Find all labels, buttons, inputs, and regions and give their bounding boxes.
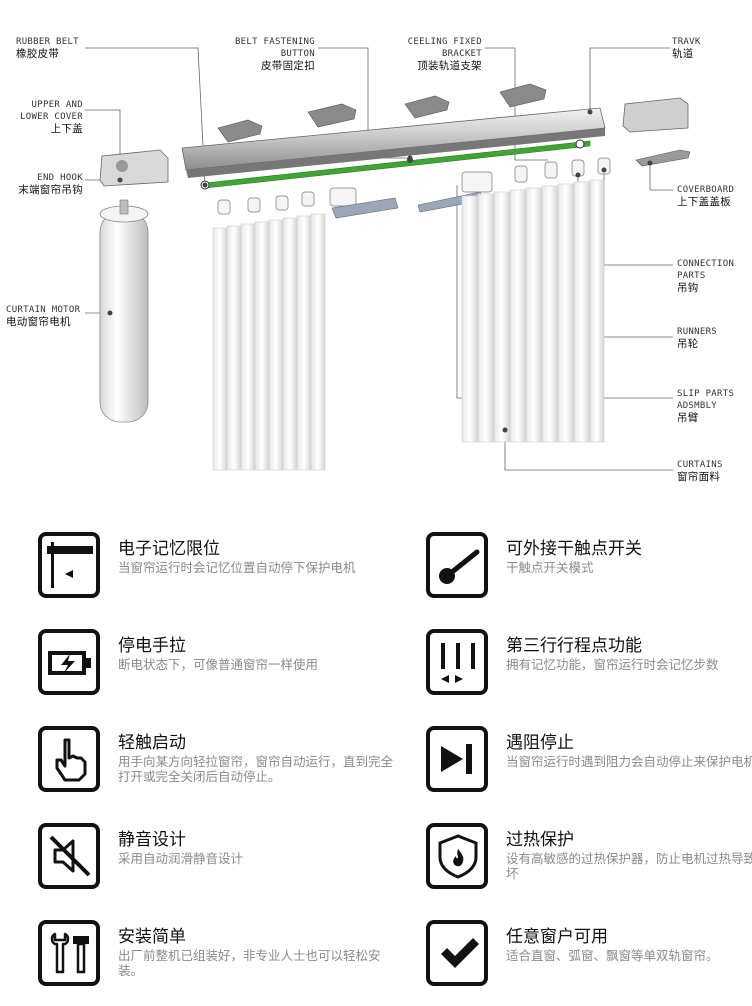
label-curtain-motor: CURTAIN MOTOR 电动窗帘电机 <box>6 305 81 328</box>
feature-item: 过热保护 设有高敏感的过热保护器，防止电机过热导致的损坏 <box>426 823 752 897</box>
ceiling-bracket-3 <box>404 95 450 119</box>
ceiling-bracket-1 <box>217 119 263 143</box>
feature-desc: 适合直窗、弧窗、飘窗等单双轨窗帘。 <box>506 948 719 963</box>
feature-desc: 断电状态下，可像普通窗帘一样使用 <box>118 657 319 672</box>
label-rubber-belt: RUBBER BELT 橡胶皮带 <box>16 37 79 60</box>
feature-title: 第三行行程点功能 <box>506 636 642 656</box>
label-coverboard: COVERBOARD 上下盖盖板 <box>677 185 735 208</box>
label-ceiling-bracket: CEELING FIXED BRACKET 顶装轨道支架 <box>407 37 482 72</box>
feature-item: 可外接干触点开关 干触点开关模式 <box>426 532 752 606</box>
dry-contact-switch-icon <box>426 532 488 598</box>
feature-desc: 干触点开关模式 <box>506 560 594 575</box>
feature-desc: 采用自动润滑静音设计 <box>118 851 244 866</box>
label-slip-parts: SLIP PARTS ADSMBLY 吊臂 <box>677 389 735 424</box>
feature-desc: 当窗帘运行时遇到阻力会自动停止来保护电机 <box>506 754 752 769</box>
feature-desc: 设有高敏感的过热保护器，防止电机过热导致的损坏 <box>506 851 752 881</box>
feature-grid: 电子记忆限位 当窗帘运行时会记忆位置自动停下保护电机 可外接干触点开关 干触点开… <box>0 520 752 1006</box>
feature-title: 电子记忆限位 <box>118 539 220 559</box>
feature-item: 第三行行程点功能 拥有记忆功能，窗帘运行时会记忆步数 <box>426 629 752 703</box>
motor-top-cover <box>99 149 169 187</box>
feature-title: 轻触启动 <box>118 733 186 753</box>
feature-title: 静音设计 <box>118 830 186 850</box>
feature-title: 任意窗户可用 <box>506 927 608 947</box>
curtain-left <box>212 213 326 471</box>
curtain-right <box>461 179 605 443</box>
feature-title: 停电手拉 <box>118 636 186 656</box>
coverboard-plate <box>635 149 691 167</box>
third-travel-icon <box>426 629 488 695</box>
obstacle-stop-icon <box>426 726 488 792</box>
label-connection-parts: CONNECTION PARTS 吊钩 <box>677 259 735 294</box>
feature-desc: 拥有记忆功能，窗帘运行时会记忆步数 <box>506 657 719 672</box>
feature-title: 过热保护 <box>506 830 574 850</box>
label-curtains: CURTAINS 窗帘面料 <box>677 460 723 483</box>
feature-title: 遇阻停止 <box>506 733 574 753</box>
feature-title: 安装简单 <box>118 927 186 947</box>
slip-arm-left <box>331 197 399 219</box>
feature-item: 安装简单 出厂前整机已组装好，非专业人士也可以轻松安装。 <box>38 920 381 994</box>
feature-item: 电子记忆限位 当窗帘运行时会记忆位置自动停下保护电机 <box>38 532 368 606</box>
shield-fire-icon <box>426 823 488 889</box>
ceiling-bracket-2 <box>307 103 357 128</box>
hand-touch-icon <box>38 726 100 792</box>
feature-item: 轻触启动 用手向某方向轻拉窗帘，窗帘自动运行，直到完全打开或完全关闭后自动停止。 <box>38 726 393 800</box>
track-underside <box>186 128 605 178</box>
label-track: TRAVK 轨道 <box>672 37 701 60</box>
exploded-parts-diagram: RUBBER BELT 橡胶皮带 UPPER AND LOWER COVER 上… <box>0 0 752 500</box>
battery-icon <box>38 629 100 695</box>
upper-cover-right <box>622 97 689 133</box>
memory-limit-icon <box>38 532 100 598</box>
label-upper-lower-cover: UPPER AND LOWER COVER 上下盖 <box>20 100 83 135</box>
checkmark-icon <box>426 920 488 986</box>
feature-item: 静音设计 采用自动润滑静音设计 <box>38 823 368 897</box>
feature-desc: 当窗帘运行时会记忆位置自动停下保护电机 <box>118 560 356 575</box>
feature-title: 可外接干触点开关 <box>506 539 642 559</box>
ceiling-bracket-4 <box>499 83 547 108</box>
feature-item: 停电手拉 断电状态下，可像普通窗帘一样使用 <box>38 629 368 703</box>
feature-desc: 用手向某方向轻拉窗帘，窗帘自动运行，直到完全打开或完全关闭后自动停止。 <box>118 754 394 784</box>
curtain-track-illustration <box>85 47 691 471</box>
feature-item: 遇阻停止 当窗帘运行时遇到阻力会自动停止来保护电机 <box>426 726 752 800</box>
feature-desc: 出厂前整机已组装好，非专业人士也可以轻松安装。 <box>118 948 381 978</box>
label-runners: RUNNERS 吊轮 <box>677 327 718 350</box>
label-belt-fastening: BELT FASTENING BUTTON 皮带固定扣 <box>234 37 315 72</box>
tools-icon <box>38 920 100 986</box>
motor-cylinder <box>99 211 149 423</box>
label-end-hook: END HOOK 末端窗帘吊钩 <box>18 173 83 196</box>
feature-item: 任意窗户可用 适合直窗、弧窗、飘窗等单双轨窗帘。 <box>426 920 752 994</box>
mute-icon <box>38 823 100 889</box>
